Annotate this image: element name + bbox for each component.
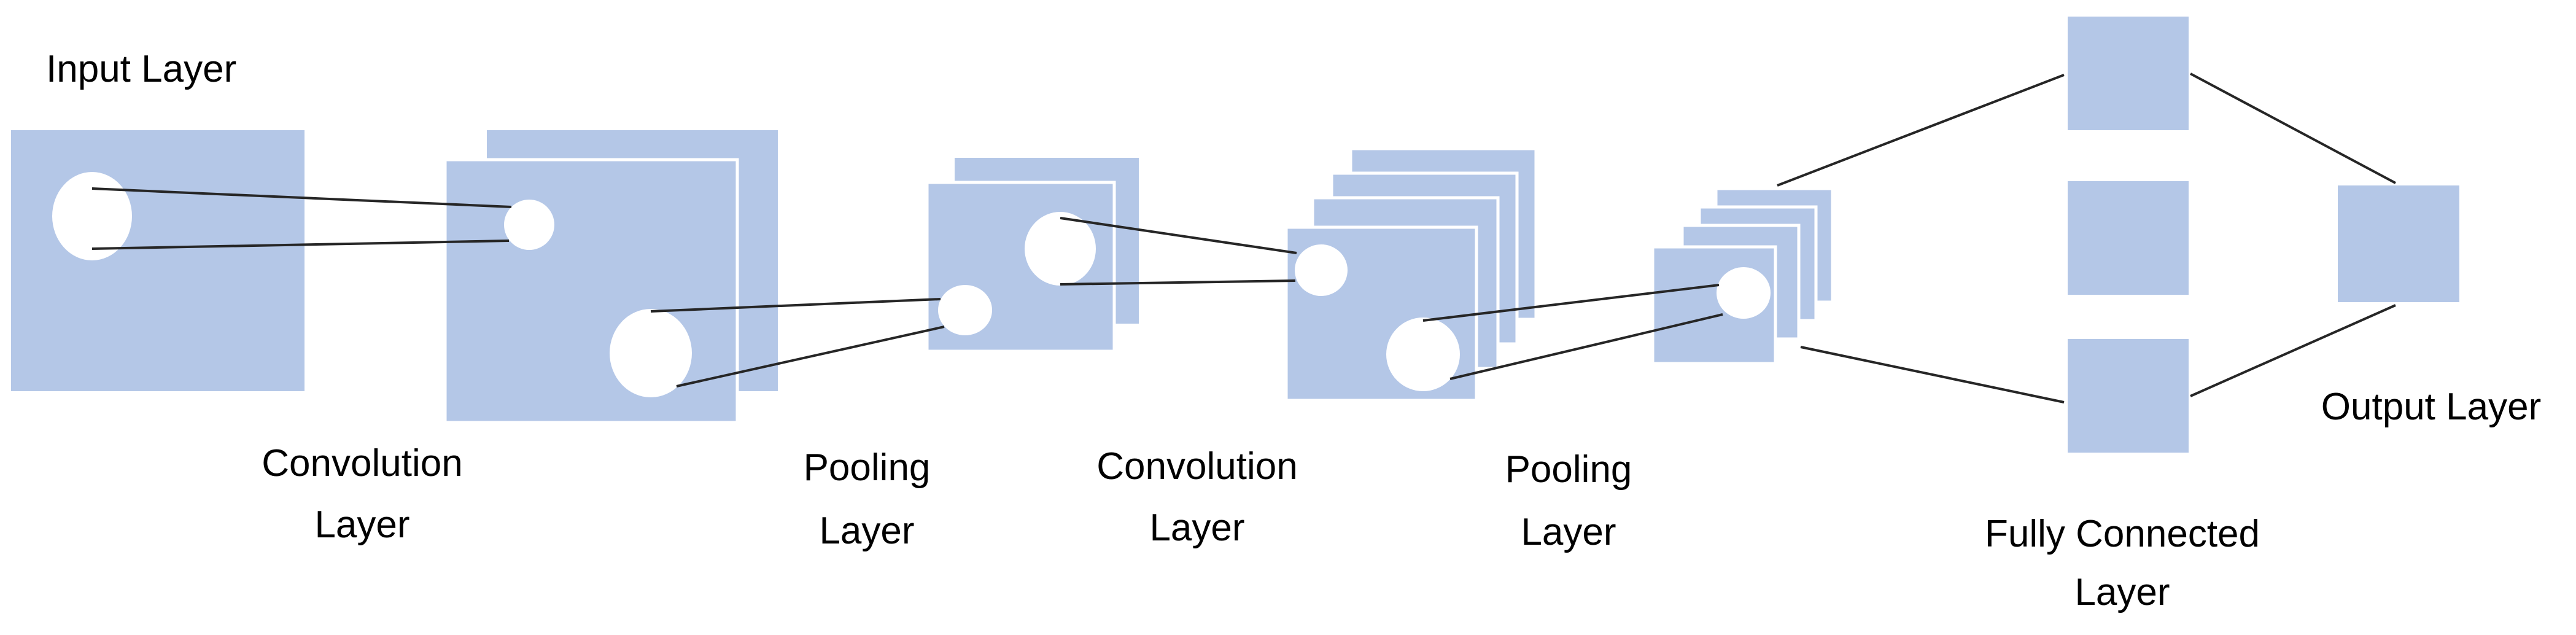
connector-line xyxy=(676,325,945,388)
output-node xyxy=(2338,185,2459,302)
conv1-output-neuron xyxy=(504,200,554,250)
fc-node-middle xyxy=(2068,181,2189,295)
connector-line xyxy=(2190,304,2396,397)
conv2-label-line1: Convolution xyxy=(1096,445,1297,488)
connector-line xyxy=(91,187,512,208)
output-layer xyxy=(2338,185,2459,302)
pool1-label-line2: Layer xyxy=(819,510,914,552)
connector-line xyxy=(1449,313,1723,380)
connector-line xyxy=(1777,74,2065,187)
conv1-feature-map-front xyxy=(443,158,739,424)
connector-line xyxy=(1060,279,1296,286)
connector-line xyxy=(1060,217,1297,254)
conv2-output-neuron xyxy=(1295,244,1348,296)
pooling-layer-1 xyxy=(925,158,1139,353)
connections xyxy=(91,72,2396,403)
connector-line xyxy=(2190,72,2396,184)
fc-node-bottom xyxy=(2068,339,2189,453)
output-layer-label: Output Layer xyxy=(2321,386,2541,428)
input-layer-label: Input Layer xyxy=(46,48,236,90)
pool1-label-line1: Pooling xyxy=(804,446,931,489)
connector-line xyxy=(650,298,941,313)
pool1-receptive-field xyxy=(1025,212,1096,286)
connector-line xyxy=(91,240,510,250)
connector-line xyxy=(1800,346,2065,403)
pool2-output-neuron xyxy=(1717,267,1771,319)
fully-connected-layer xyxy=(2068,17,2189,453)
pool1-output-neuron xyxy=(938,285,992,335)
pool2-label-line2: Layer xyxy=(1521,511,1616,553)
conv2-label-line2: Layer xyxy=(1149,507,1244,549)
pooling-layer-2 xyxy=(1651,187,1834,365)
input-layer-block xyxy=(11,130,305,391)
conv2-receptive-field xyxy=(1386,318,1460,391)
pool2-label-line1: Pooling xyxy=(1505,448,1632,491)
fc-node-top xyxy=(2068,17,2189,130)
convolution-layer-2 xyxy=(1284,147,1538,402)
fc-label-line1: Fully Connected xyxy=(1985,513,2260,555)
conv1-label-line2: Layer xyxy=(314,504,409,546)
convolution-layer-1 xyxy=(443,130,778,424)
input-layer xyxy=(11,130,305,391)
input-receptive-field xyxy=(52,172,132,260)
conv1-label-line1: Convolution xyxy=(262,442,462,485)
labels: Input Layer Convolution Layer Pooling La… xyxy=(46,48,2541,614)
conv1-receptive-field xyxy=(610,309,692,397)
connector-line xyxy=(1422,284,1720,322)
fc-label-line2: Layer xyxy=(2074,571,2170,614)
